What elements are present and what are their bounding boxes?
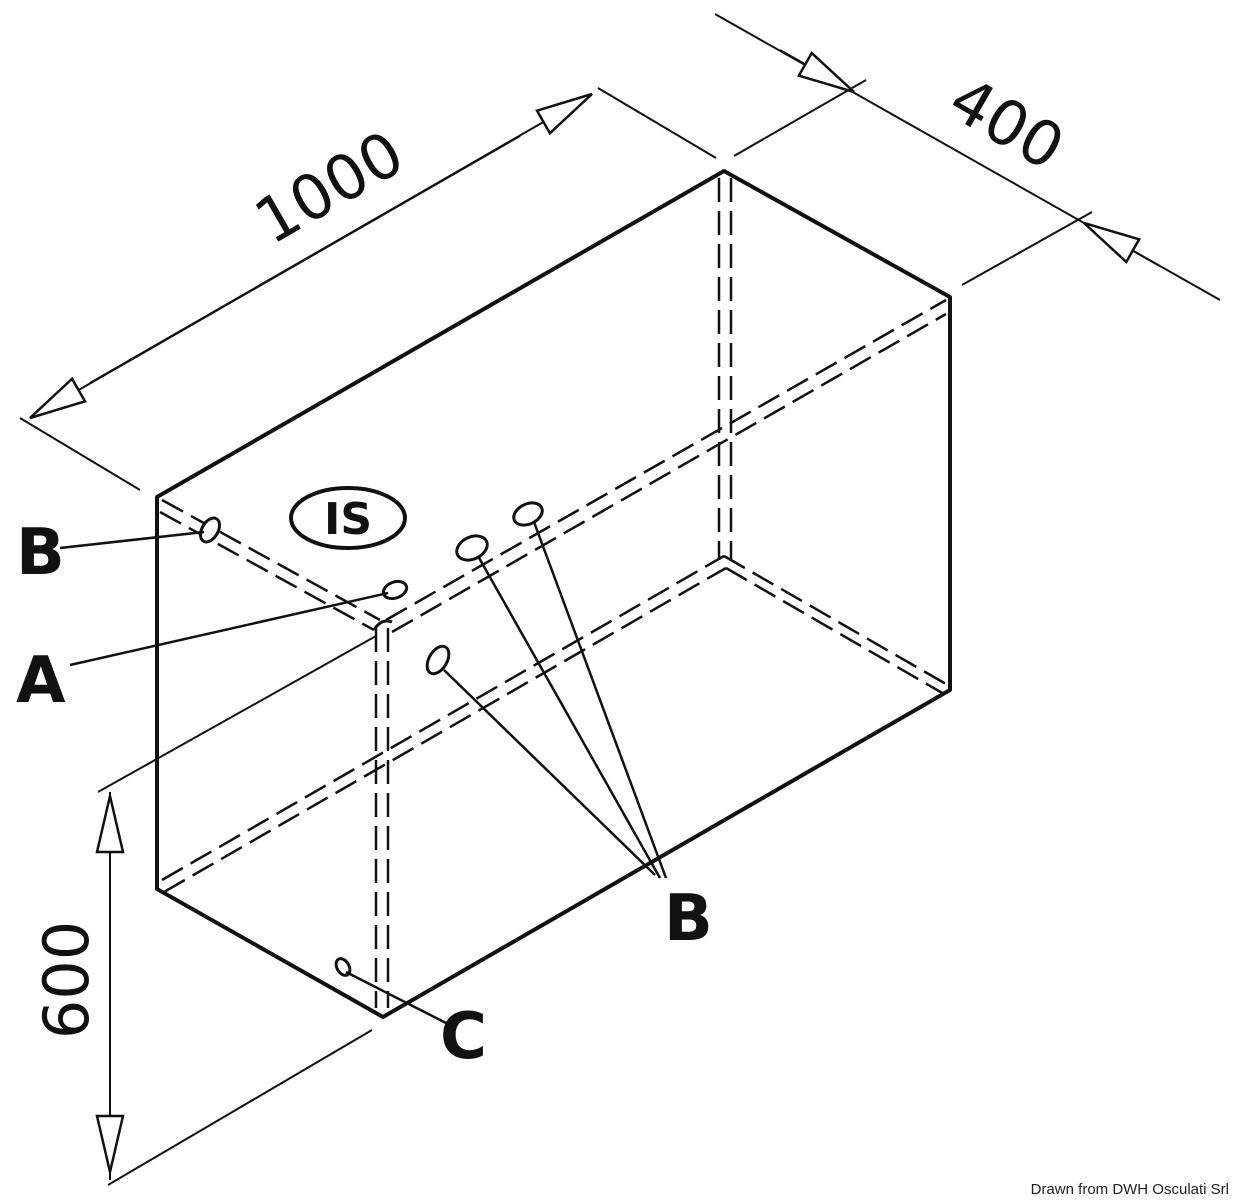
depth-extension-bottom [961,211,1093,286]
hidden-edges [159,178,947,1008]
top-right-edge-a [385,298,947,622]
callout-b-group: B [664,882,713,956]
fitting-b-1 [455,534,489,562]
length-label: 1000 [243,116,416,258]
length-extension-left [19,417,141,491]
fitting-b-2 [512,501,544,527]
bottom-back-edge-b [163,566,727,894]
credit-text: Drawn from DWH Osculati Srl [1030,1181,1229,1198]
depth-label: 400 [937,62,1076,184]
bottom-right-edge-b [725,566,945,696]
fitting-b-top-left [199,516,221,544]
dimension-length [19,87,717,491]
leader-b-2 [532,521,668,879]
tank-silhouette [155,169,952,1019]
callout-c: C [440,1000,487,1074]
height-label: 600 [30,921,103,1039]
leader-b-1 [476,555,662,879]
fittings [199,501,544,977]
leader-lines [59,521,668,1026]
dimension-depth [714,13,1221,301]
callout-a: A [16,644,66,718]
leader-a [69,591,389,667]
leader-c [345,970,449,1026]
is-badge-label: IS [324,494,372,545]
is-badge: IS [289,486,407,550]
dimension-height [95,635,377,1186]
depth-extension-top [733,79,867,157]
leader-b-top-left [59,530,205,550]
top-left-edge-b [159,510,375,632]
length-extension-right [597,87,717,159]
length-dimension-line-back [29,135,521,420]
top-left-edge-a [161,498,381,622]
front-corner [372,619,393,631]
fitting-b-3 [425,644,451,676]
callout-b-top-left: B [16,516,65,590]
height-extension-top [97,635,377,793]
bottom-back-edge-a [161,554,725,882]
height-extension-bottom [107,1029,373,1186]
is-badge-oval [289,486,407,550]
tank-outline [155,169,952,1019]
top-right-edge-b [391,312,947,634]
leader-b-3 [443,669,656,876]
bottom-right-edge-a [723,554,947,686]
depth-arrow-top [779,49,855,94]
fitting-a [381,579,409,601]
depth-arrow-bottom [1083,221,1159,266]
